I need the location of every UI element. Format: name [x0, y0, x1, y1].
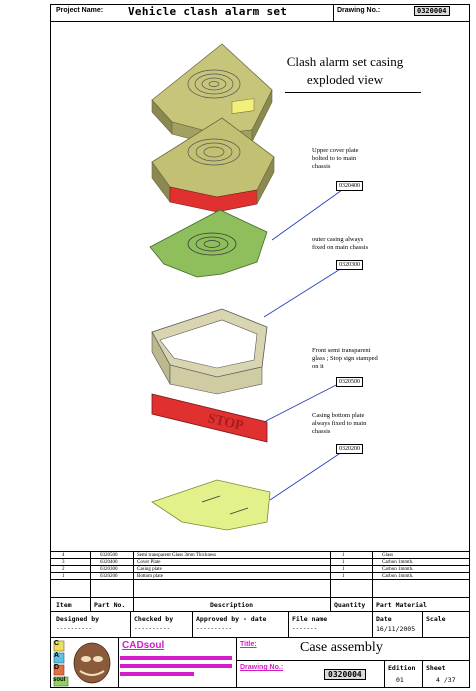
- designed-by-label: Designed by: [56, 615, 100, 623]
- casing-with-red-glass: [151, 117, 275, 213]
- callout-4-line2: always fixed to main: [312, 420, 367, 427]
- file-name-label: File name: [292, 615, 328, 623]
- leader-line-4: [269, 451, 343, 501]
- callout-1-line2: bolted to to main: [312, 155, 357, 162]
- drawing-no-label-top: Drawing No.:: [337, 7, 381, 14]
- callout-2-line2: fixed on main chassis: [312, 244, 369, 251]
- edition-value: 01: [396, 676, 404, 684]
- project-name-value: Vehicle clash alarm set: [128, 5, 288, 18]
- sheet-border: [50, 4, 470, 688]
- view-title-underline: [285, 92, 421, 93]
- drawing-no-value: 0320004: [324, 669, 366, 680]
- company-bar-2: [120, 664, 232, 668]
- bom-row-3: 3 0320400 Cover Plate 1 Carbon 1mmth.: [62, 560, 414, 565]
- edition-label: Edition: [388, 664, 416, 672]
- logo-letter-c: C: [54, 640, 60, 647]
- callout-2-part-no: 0320300: [336, 260, 363, 270]
- bottom-plate: [151, 479, 271, 531]
- checked-by-label: Checked by: [134, 615, 174, 623]
- bom-col-4: [372, 551, 373, 611]
- leader-line-1: [271, 189, 343, 241]
- callout-2-line1: outer casing always: [312, 236, 364, 243]
- bom-row-4: 4 0320500 Semi transparent Glass 3mm Thi…: [62, 553, 394, 558]
- cadsoul-logo: [53, 640, 111, 687]
- callout-4: Casing bottom plate always fixed to main…: [312, 412, 366, 436]
- tb-col-2: [192, 611, 193, 637]
- drawing-no-value-top: 0320004: [414, 6, 450, 16]
- approved-by-label: Approved by - date: [196, 615, 267, 623]
- header-divider: [50, 21, 470, 22]
- callout-4-part-no: 0320200: [336, 444, 363, 454]
- bom-row-line-1: [50, 558, 470, 559]
- designed-by-value: ----------: [56, 625, 93, 632]
- date-value: 16/11/2005: [376, 625, 416, 633]
- callout-3: Front semi transparent glass ; Stop sign…: [312, 347, 378, 371]
- exploded-view-drawing: STOP: [149, 43, 343, 531]
- callout-4-line3: chassis: [312, 428, 331, 435]
- upper-cover-plate: [149, 209, 268, 278]
- callout-3-part-no: 0320500: [336, 377, 363, 387]
- title-value: Case assembly: [300, 640, 383, 655]
- tb2-col-edition: [384, 660, 385, 688]
- callout-2: outer casing always fixed on main chassi…: [312, 236, 368, 252]
- project-name-label: Project Name:: [56, 7, 104, 14]
- checked-by-value: ----------: [134, 625, 171, 632]
- callout-1-line3: chassis: [312, 163, 331, 170]
- sheet-value: 4 /37: [436, 676, 456, 684]
- logo-letter-d: D: [54, 664, 60, 671]
- callout-4-line1: Casing bottom plate: [312, 412, 365, 419]
- bom-col-3: [330, 551, 331, 611]
- approved-by-value: ----------: [196, 625, 233, 632]
- red-glass-plate: STOP: [151, 393, 268, 443]
- sheet-label: Sheet: [426, 664, 446, 672]
- bom-header-quantity: Quantity: [334, 601, 366, 609]
- view-title-line1: Clash alarm set casing: [286, 54, 404, 69]
- tb-col-5: [422, 611, 423, 637]
- company-bar-1: [120, 656, 232, 660]
- bom-header-description: Description: [210, 601, 254, 609]
- tb2-title-divider: [236, 660, 470, 661]
- logo-letter-a: A: [54, 652, 60, 659]
- tb2-col-logo: [118, 637, 119, 688]
- outer-casing-frame: [151, 308, 268, 395]
- leader-line-2: [263, 267, 343, 318]
- bom-header-part-no: Part No.: [94, 601, 126, 609]
- leader-line-3: [263, 381, 343, 423]
- callout-1-line1: Upper cover plate: [312, 147, 359, 154]
- bom-row-1: 1 0320200 Bottom plate 1 Carbon 1mmth.: [62, 574, 414, 579]
- bom-header-item: Item: [56, 601, 72, 609]
- tb2-col-company: [236, 637, 237, 688]
- bom-col-2: [133, 551, 134, 611]
- bom-row-line-2: [50, 565, 470, 566]
- bom-row-line-4: [50, 579, 470, 580]
- logo-letter-soul: soul: [53, 677, 66, 683]
- file-name-value: -------: [292, 625, 318, 632]
- callout-1-part-no: 0320400: [336, 181, 363, 191]
- tb-col-4: [372, 611, 373, 637]
- bom-header-bottom: [50, 611, 470, 612]
- callout-3-line2: glass ; Stop sign stamped: [312, 355, 378, 362]
- title-block-divider: [50, 637, 470, 638]
- bom-top-line: [50, 551, 470, 552]
- scale-label: Scale: [426, 615, 446, 623]
- bom-row-line-3: [50, 572, 470, 573]
- bom-header-material: Part Material: [376, 601, 427, 609]
- header-separator: [333, 4, 334, 21]
- view-title: Clash alarm set casing exploded view: [270, 53, 420, 89]
- bom-row-2: 2 0320300 Casing plate 1 Carbon 1mmth.: [62, 567, 414, 572]
- callout-3-line1: Front semi transparent: [312, 347, 371, 354]
- bom-header-top: [50, 597, 470, 598]
- tb2-col-sheet: [422, 660, 423, 688]
- company-bar-3: [120, 672, 194, 676]
- company-name: CADsoul: [122, 640, 165, 651]
- drawing-no-label: Drawing No.:: [240, 664, 284, 671]
- bom-col-1: [90, 551, 91, 611]
- view-title-line2: exploded view: [306, 72, 384, 87]
- tb-col-3: [288, 611, 289, 637]
- date-label: Date: [376, 615, 392, 623]
- title-label: Title:: [240, 641, 257, 648]
- callout-3-line3: on it: [312, 363, 324, 370]
- tb-col-1: [130, 611, 131, 637]
- callout-1: Upper cover plate bolted to to main chas…: [312, 147, 359, 171]
